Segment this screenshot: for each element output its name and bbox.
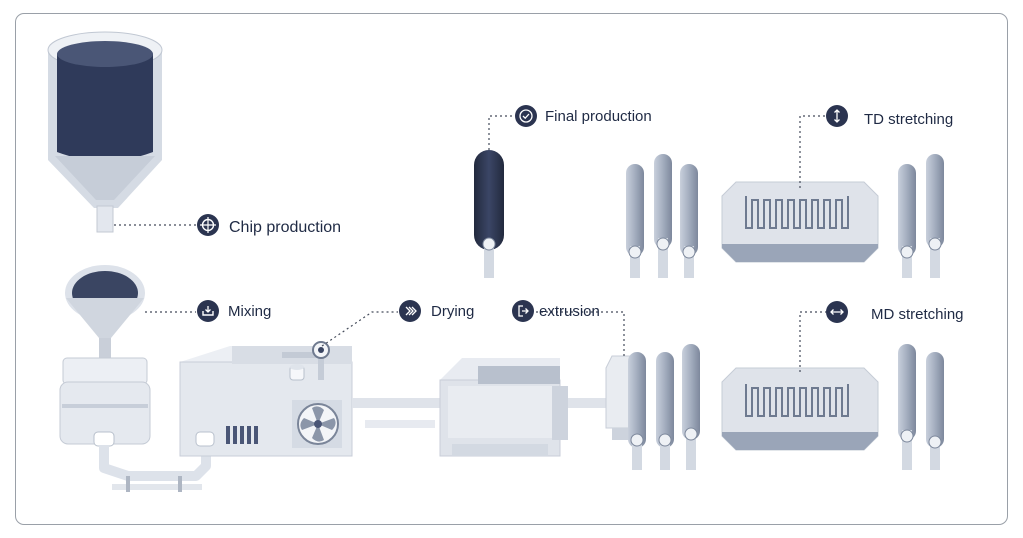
heat-waves-icon (399, 300, 421, 322)
label-extrusion: extrusion (539, 303, 600, 320)
leader-final (488, 115, 514, 150)
label-td-stretching: TD stretching (864, 111, 954, 128)
vertical-arrows-icon (826, 105, 848, 127)
label-mixing: Mixing (228, 303, 272, 320)
md-stretching-oven (721, 367, 879, 451)
td-exit-rollers (898, 154, 944, 278)
label-final-production: Final production (545, 108, 652, 125)
leader-md (799, 311, 826, 372)
dryer-machine (179, 341, 353, 457)
upper-rollers (626, 154, 698, 278)
leader-lines (114, 115, 826, 372)
td-stretching-oven (721, 181, 879, 263)
mixer (59, 265, 151, 447)
chip-hopper (47, 31, 163, 233)
leader-td (799, 115, 826, 188)
exit-arrow-icon (512, 300, 534, 322)
extruder-machine (439, 358, 568, 457)
crosshair-icon (197, 214, 219, 236)
label-chip-production: Chip production (229, 219, 342, 236)
label-drying: Drying (431, 303, 475, 320)
diagram-frame (15, 13, 1008, 525)
label-md-stretching: MD stretching (871, 306, 964, 323)
horizontal-arrows-icon (826, 301, 848, 323)
final-product-roll (474, 150, 504, 278)
pipe-mixer-to-dryer (99, 438, 211, 492)
casting-rollers (628, 344, 700, 470)
pipe-dryer-to-extruder (352, 398, 615, 428)
md-exit-rollers (898, 344, 944, 470)
check-circle-icon (515, 105, 537, 127)
leader-drying (321, 311, 398, 347)
tray-download-icon (197, 300, 219, 322)
